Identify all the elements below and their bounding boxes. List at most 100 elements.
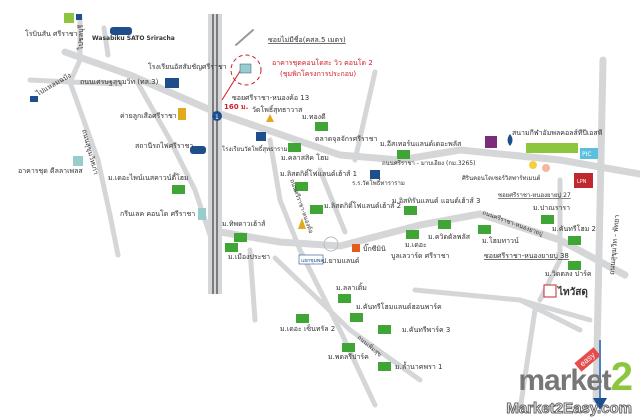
label-market[interactable]: ตลาดจุลจักรศรีราชา [315,135,377,143]
house-icon [406,230,419,239]
label-road-sukhumvit-pattaya: ถนนสุขุมวิท - พัทยา [608,214,621,275]
label-m-central-2[interactable]: ม.เดอะ เซ็นทรัล 2 [280,324,335,333]
label-m-boulevard-2[interactable]: บูลเลวาร์ด ศรีราชา [391,252,449,260]
label-wat-pho-school[interactable]: โรงเรียนวัดโพธิ์สุทธาราม [222,144,288,153]
label-to-laem-chabang: ไปแหลมฉบัง [34,71,73,99]
house-icon [342,343,355,352]
train-icon [190,146,206,154]
direction-arrow-icon [593,398,607,410]
big-c-icon [352,244,360,252]
label-scout-camp[interactable]: ค่ายลูกเสือศรีราชา [120,112,177,120]
chonburi-arrow-icon [76,14,82,20]
label-m-hometown[interactable]: ม.โฮมทาวน์ [482,236,519,245]
label-property-name[interactable]: อาคารชุดคอนโดสะ วิว คอนโด 2 [272,58,373,67]
pic-sign: PIC [582,151,592,158]
label-m-country-park-3[interactable]: ม.คันทรีพาร์ค 3 [402,326,450,334]
label-thaiwatsadu[interactable]: ไทวัสดุ [557,285,588,298]
house-icon [397,150,410,159]
gas-station-icon [507,134,513,146]
house-icon [296,314,309,323]
label-m-panara[interactable]: ม.ปาณรารา [533,204,570,212]
label-m-tipdao[interactable]: ม.ทิพดาวเฮ้าส์ [222,220,266,228]
label-golf[interactable]: สนามกีฬาอัมพลคอลส์ทีปีเอสพี [512,129,603,137]
laem-chabang-arrow-icon [30,96,38,102]
label-m-thongdee[interactable]: ม.ทองดี [302,113,326,121]
label-distance: 160 ม. [224,103,248,111]
route-shield-icon [212,111,222,121]
house-icon [234,233,247,242]
roads [27,15,640,413]
label-m-land-house-2[interactable]: ม.ลิสตกิติ์โฟแลนด์เฮ้าส์ 2 [324,200,401,210]
icons: PIC LPN [30,13,598,298]
label-m-country-home-2[interactable]: ม.คันทรีโฮม 2 [552,224,596,233]
no-entry-icon [542,164,550,172]
label-junction: แยกชุมพล [301,258,323,264]
label-sukhumvit-road: ถนนเศรษฐสุขุมวิท (ทล.3) [80,78,159,86]
logo-brand: market [518,364,611,397]
label-m-land-house-1[interactable]: ม.ลิสตกิติ์โฟแลนด์เฮ้าส์ 1 [280,168,357,178]
property-building-icon[interactable] [239,63,252,74]
house-icon [310,205,323,214]
label-green-lake[interactable]: กรีนเลค คอนโด ศรีราชา [120,209,195,218]
railway [208,14,222,294]
label-m-lamnak-1[interactable]: ม.ล้ำนาคพรา 1 [395,360,442,371]
lpn-sign-icon [574,173,593,188]
label-dee-lla-place[interactable]: อาคารชุด ดีลลาเพลส [18,167,83,175]
label-to-chonburi: ไปชลบุรี [76,25,85,51]
market2-logo: market2 [518,355,633,400]
house-icon [541,215,554,224]
label-pines-county[interactable]: ม.เดอะไพน์เนสคาวน์ตี้โฮม [108,171,189,182]
property-location-circle[interactable] [230,54,262,86]
label-m-land-house-3[interactable]: ม.อิสทิรันแลนด์ แอนด์เฮ้าส์ 3 [392,197,480,205]
label-school-2[interactable]: ร.ร.วัดโพธิ์ทาราราม [352,178,405,187]
house-icon [350,313,363,322]
golf-course-icon [526,143,578,153]
wasabiku-car-icon [110,27,132,35]
label-assumption-school[interactable]: โรงเรียนอัสสัมชัญศรีราชา [148,62,227,71]
sun-icon [529,161,537,169]
label-road-mab-iang: ถนนศรีราชา - มาบเอียง (กม.3265) [382,159,475,167]
label-sriracha-station[interactable]: สถานีรถไฟศรีราชา [135,141,193,150]
label-m-eastern-land[interactable]: ม.อีสเทอร์นแลนด์เดอะพลัส [380,140,462,148]
label-m-pdl-park[interactable]: ม.พดลรีปาร์ค [328,353,369,361]
route-number: 1 [215,114,219,121]
label-m-vitlong-park[interactable]: ม.วิดตลง ปาร์ค [545,270,592,278]
house-icon [288,143,301,152]
logo-two: 2 [610,355,633,399]
bank-icon [485,136,497,148]
label-m-classic-home[interactable]: ม.คลาสสิค โฮม [281,153,329,162]
label-unnamed-soi: ซอยไม่มีชื่อ(คสล.5 เมตร) [268,35,346,44]
label-m-muang-pracha[interactable]: ม.เมืองประชา [228,253,270,261]
house-icon [568,261,581,270]
junction-box [298,254,324,265]
label-m-boulevard[interactable]: ม.เดอะ [405,241,427,249]
distance-line [221,67,243,101]
lpn-sign: LPN [577,179,587,185]
label-soi-nongkho-13: ซอยศรีราชา-หนองค้อ 13 [232,94,309,102]
house-icon [225,243,238,252]
school-icon [256,132,266,141]
scout-icon [178,108,186,120]
label-big-c-mini[interactable]: บิ๊กซีมินิ [363,243,386,253]
house-icon [338,294,351,303]
roundabout-icon [323,236,339,252]
label-service-apartment[interactable]: ศิรินคอนโดเซอร์วิสพาร์ทเมนต์ [462,174,541,182]
house-icon [478,225,491,234]
label-m-lalatem[interactable]: ม.ลลาเติ้ม [336,281,367,292]
school-icon [165,78,179,88]
robinson-icon [64,13,74,23]
label-wat-pho-temple[interactable]: วัดโพธิ์สุทธาวาส [252,104,303,114]
label-wasabiku[interactable]: Wasabiku SATO Sriracha [92,35,175,42]
label-soi-27: ซอยศรีราชา-หนองยายบู่ 27 [498,191,571,199]
house-icon [295,182,308,191]
label-m-quality-plus[interactable]: ม.ควิดดัลพลัส [428,233,471,241]
house-icons [172,122,581,371]
label-pt-land[interactable]: ป.ยามแลนด์ [322,257,359,265]
house-icon [315,122,328,131]
school-icon [370,170,380,179]
label-m-country-homeland[interactable]: ม.คันทรีโฮมแลนด์ฮอนพาร์ค [356,302,442,311]
pic-sign-icon [580,148,598,159]
label-robinson[interactable]: โรบินสัน ศรีราชา [25,29,78,38]
house-icon [172,185,185,194]
